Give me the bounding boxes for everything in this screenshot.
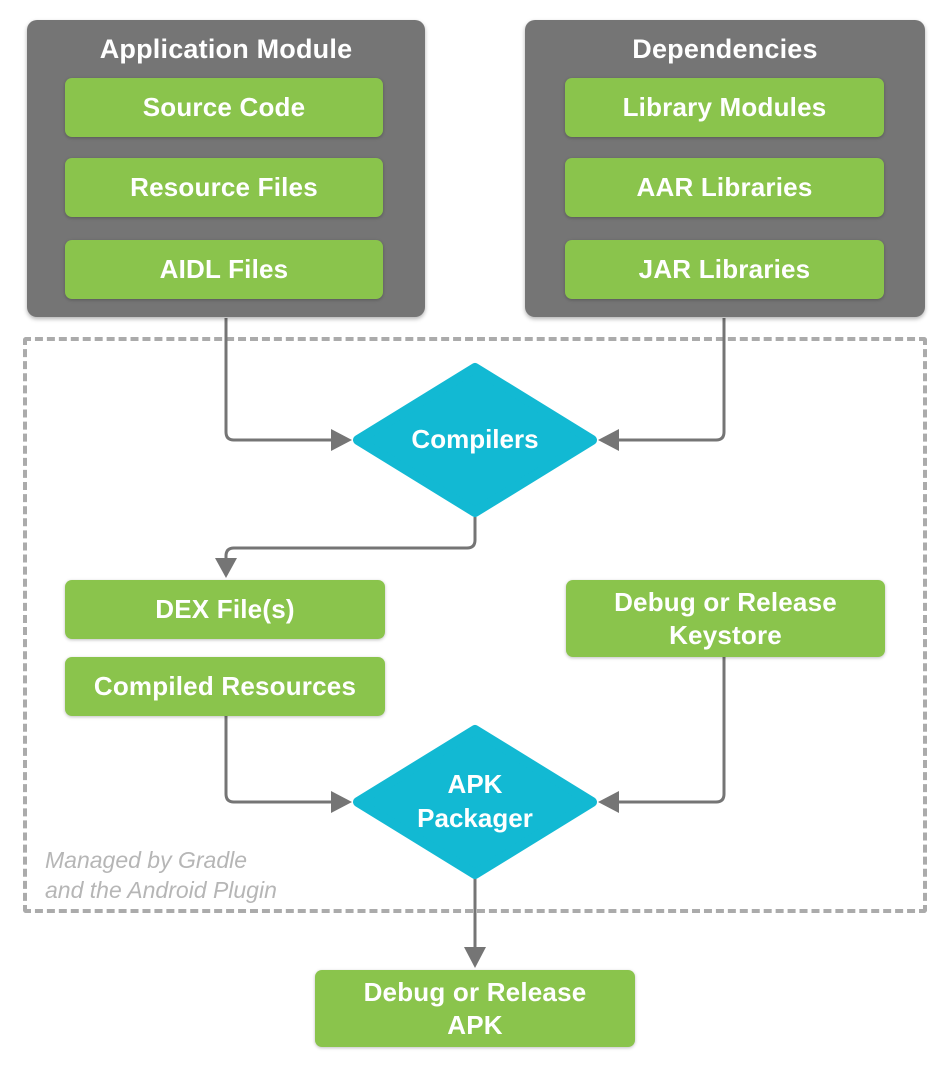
output-apk-line1: Debug or Release (363, 977, 587, 1007)
node-jar-libraries: JAR Libraries (565, 240, 884, 299)
node-dex-files: DEX File(s) (65, 580, 385, 639)
compilers-diamond (353, 363, 597, 517)
apk-packager-diamond (353, 725, 597, 879)
connector-resources-to-packager (224, 716, 333, 804)
arrowhead-left-compilers-right (598, 429, 619, 451)
keystore-label-line2: Keystore (669, 619, 782, 650)
node-library-modules: Library Modules (565, 78, 884, 137)
connector-compilers-to-dex (224, 517, 477, 560)
arrowhead-right-packager-left (331, 791, 352, 813)
application-module-title: Application Module (99, 34, 353, 64)
node-keystore: Debug or Release Keystore (566, 580, 885, 657)
node-compiled-resources: Compiled Resources (65, 657, 385, 716)
arrowhead-left-packager-right (598, 791, 619, 813)
gradle-note-line2: and the Android Plugin (45, 877, 277, 903)
arrowhead-right-compilers-left (331, 429, 352, 451)
gradle-note-line1: Managed by Gradle (45, 847, 248, 873)
connector-app-to-compilers (224, 318, 333, 442)
dependencies-title: Dependencies (632, 34, 818, 64)
node-aar-libraries: AAR Libraries (565, 158, 884, 217)
arrowhead-down-apk (464, 947, 486, 968)
gradle-note: Managed by Gradle and the Android Plugin (45, 845, 325, 905)
keystore-label-line1: Debug or Release (614, 587, 837, 617)
node-source-code: Source Code (65, 78, 383, 137)
arrowhead-down-dex (215, 558, 237, 578)
node-output-apk: Debug or Release APK (315, 970, 635, 1047)
connector-deps-to-compilers (617, 318, 726, 442)
node-aidl-files: AIDL Files (65, 240, 383, 299)
node-resource-files: Resource Files (65, 158, 383, 217)
output-apk-line2: APK (447, 1009, 503, 1040)
connector-keystore-to-packager (617, 656, 726, 804)
